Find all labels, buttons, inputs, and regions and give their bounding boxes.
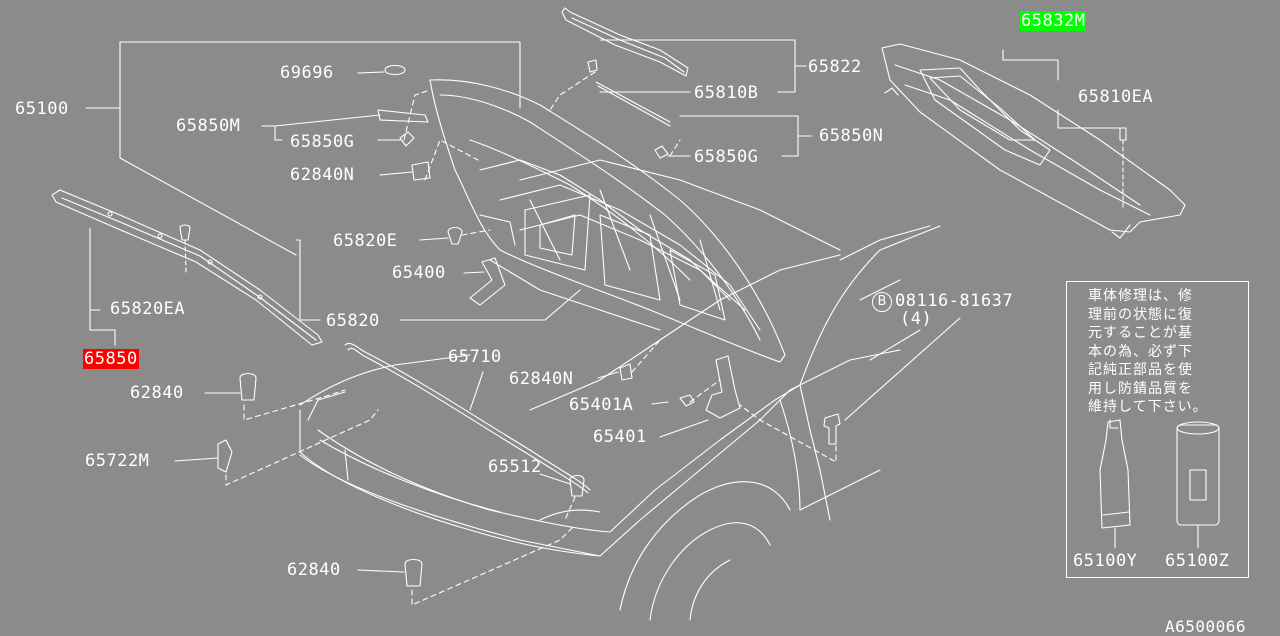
hood-panel	[429, 79, 786, 363]
part-label-65850M[interactable]: 65850M	[176, 116, 241, 136]
part-label-65100[interactable]: 65100	[15, 99, 69, 119]
part-label-65722M[interactable]: 65722M	[85, 451, 150, 471]
hood-latch	[679, 355, 741, 419]
hood-hinge-left	[469, 257, 506, 306]
hood-front-seal	[561, 7, 689, 77]
repair-note-text: 車体修理は、修 理前の状態に復 元することが基 本の為、必ず下 記純正部品を使 …	[1088, 288, 1208, 415]
hood-stay-rod	[344, 342, 591, 494]
part-label-65832M[interactable]: 65832M	[1020, 11, 1087, 31]
part-label-65850[interactable]: 65850	[83, 349, 139, 369]
part-label-62840-a[interactable]: 62840	[130, 383, 184, 403]
part-label-65850N[interactable]: 65850N	[819, 126, 884, 146]
part-label-65100Z[interactable]: 65100Z	[1165, 551, 1230, 571]
part-label-65850G-left[interactable]: 65850G	[290, 132, 355, 152]
part-label-62840N-mid[interactable]: 62840N	[509, 369, 574, 389]
part-label-69696[interactable]: 69696	[280, 63, 334, 83]
part-label-65512[interactable]: 65512	[488, 457, 542, 477]
part-label-65822[interactable]: 65822	[808, 57, 862, 77]
part-label-62840N-top[interactable]: 62840N	[290, 165, 355, 185]
part-label-65850G-right[interactable]: 65850G	[694, 147, 759, 167]
part-label-65400[interactable]: 65400	[392, 263, 446, 283]
part-label-62840-b[interactable]: 62840	[287, 560, 341, 580]
part-label-65710[interactable]: 65710	[448, 347, 502, 367]
dashed-lines	[225, 71, 837, 606]
part-label-65401A[interactable]: 65401A	[569, 395, 634, 415]
small-fasteners	[217, 59, 841, 587]
part-label-65401[interactable]: 65401	[593, 427, 647, 447]
part-label-65810B[interactable]: 65810B	[694, 83, 759, 103]
part-label-65100Y[interactable]: 65100Y	[1073, 551, 1138, 571]
part-label-08116-81637[interactable]: 08116-81637	[895, 291, 1014, 311]
touch-up-items	[1099, 419, 1220, 549]
diagram-code: A6500066	[1165, 617, 1247, 636]
bolt-spec-circle-b: B	[872, 292, 892, 312]
part-label-65810EA[interactable]: 65810EA	[1078, 87, 1154, 107]
part-label-08116-qty: (4)	[900, 309, 933, 329]
part-label-65820[interactable]: 65820	[326, 311, 380, 331]
part-label-65820EA[interactable]: 65820EA	[110, 299, 186, 319]
car-body-outline	[299, 159, 941, 621]
leader-lines	[85, 39, 1123, 573]
cowl-top-panel	[881, 43, 1186, 239]
part-label-65820E[interactable]: 65820E	[333, 231, 398, 251]
hood-seal-strip	[51, 189, 323, 346]
repair-note-box	[1066, 281, 1249, 578]
